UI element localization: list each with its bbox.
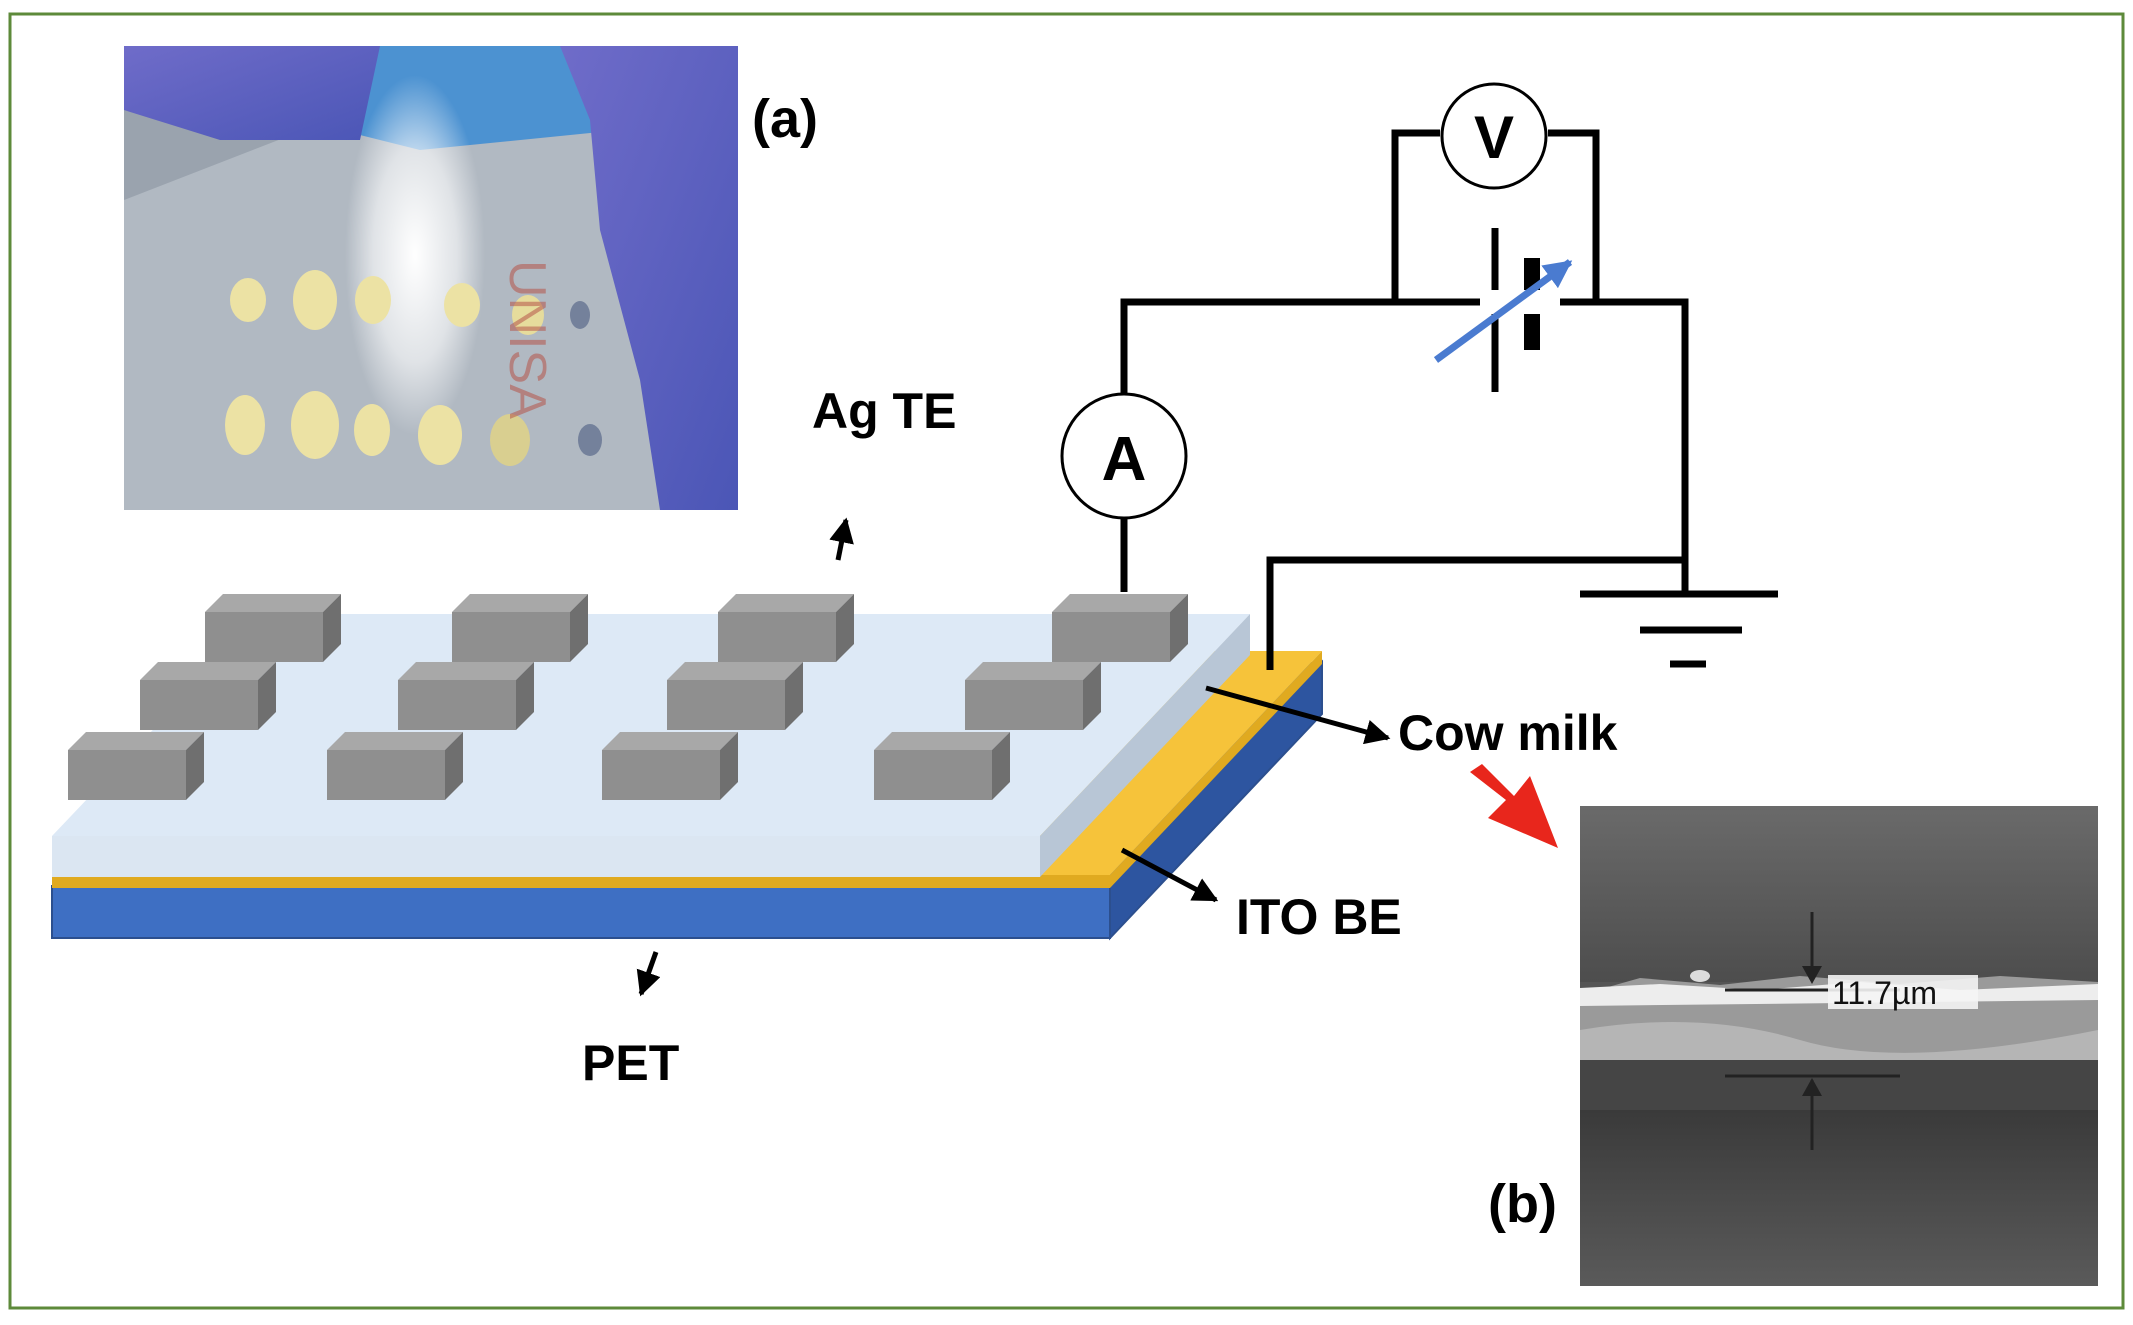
sem-thickness-label: 11.7µm: [1832, 975, 1937, 1011]
voltmeter-circle: [1440, 82, 1548, 190]
ito-layer-front: [52, 875, 1110, 888]
arrow-ag-te: [829, 517, 854, 561]
ag-electrode-8: [965, 662, 1101, 730]
wire-lower: [1266, 556, 1689, 670]
ag-electrode-12: [874, 732, 1010, 800]
pet-substrate-front: [51, 885, 1111, 939]
red-pointer-arrow: [1470, 764, 1558, 848]
label-cow-milk: Cow milk: [1398, 705, 1618, 761]
label-ito-be: ITO BE: [1236, 889, 1402, 945]
panel-label-a: (a): [752, 89, 818, 149]
label-ag-te: Ag TE: [812, 383, 956, 439]
ag-electrode-11: [602, 732, 738, 800]
ag-electrode-5: [140, 662, 276, 730]
ag-electrode-7: [667, 662, 803, 730]
wire-upper: [1120, 298, 1689, 560]
arrow-cow-milk: [1205, 685, 1391, 745]
arrow-pet: [636, 951, 661, 997]
ito-layer-side: [1110, 651, 1322, 888]
ag-electrode-1: [205, 594, 341, 662]
label-pet: PET: [582, 1035, 679, 1091]
milk-layer-front: [52, 836, 1040, 877]
ammeter-circle: [1060, 392, 1188, 520]
panel-label-b: (b): [1488, 1174, 1557, 1234]
milk-layer-side: [1040, 614, 1250, 877]
wire-voltmeter-right: [1548, 129, 1600, 302]
ag-electrode-3: [718, 594, 854, 662]
circuit: [1120, 129, 1778, 670]
figure-frame: [8, 12, 2125, 1310]
ag-electrodes: [68, 594, 1188, 800]
ag-electrode-4: [1052, 594, 1188, 662]
wire-voltmeter: [1391, 129, 1440, 302]
device-photo: UNISA: [124, 46, 738, 510]
sem-image: 11.7µm: [1580, 806, 2098, 1286]
ag-electrode-2: [452, 594, 588, 662]
variable-sweep-arrow: [1433, 259, 1573, 363]
ag-electrode-10: [327, 732, 463, 800]
ammeter-label: A: [1102, 425, 1147, 494]
svg-text:UNISA: UNISA: [498, 260, 556, 419]
ag-electrode-9: [68, 732, 204, 800]
voltmeter-label: V: [1474, 104, 1514, 171]
ag-electrode-6: [398, 662, 534, 730]
arrow-ito-be: [1120, 847, 1219, 903]
